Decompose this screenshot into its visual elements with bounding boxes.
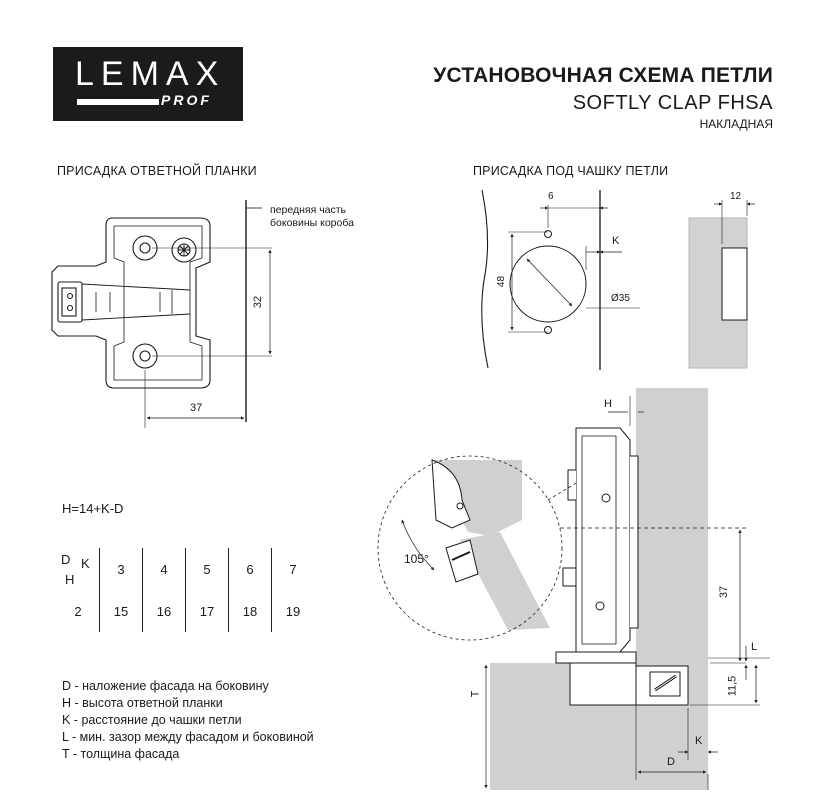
- table-cell-k: 3: [99, 548, 143, 590]
- dim-h-label: H: [604, 398, 612, 410]
- dim-115-label: 11,5: [726, 675, 739, 697]
- table-cell-k: 6: [228, 548, 272, 590]
- table-cell-k: 7: [271, 548, 314, 590]
- header-k: K: [81, 556, 90, 571]
- side-view-drawing: [688, 200, 755, 369]
- dim-32-label: 32: [252, 295, 265, 309]
- dim-t-label: T: [469, 690, 482, 698]
- table-cell-h: 17: [185, 590, 229, 632]
- dim-37-section-label: 37: [718, 585, 731, 599]
- legend-item: L - мин. зазор между фасадом и боковиной: [62, 730, 314, 744]
- table-cell-h: 15: [99, 590, 143, 632]
- table-cell-h: 16: [142, 590, 186, 632]
- table-cell-d: 2: [74, 603, 82, 619]
- brand-logo: LEMAX PROF: [53, 47, 243, 121]
- header-d: D: [61, 552, 71, 567]
- header-h: H: [65, 572, 75, 587]
- dim-105-label: 105°: [404, 552, 429, 566]
- mounting-plate-drawing: [51, 200, 272, 428]
- note-line-1: передняя часть: [270, 204, 347, 216]
- dim-d-label: D: [667, 756, 675, 768]
- dim-37-plate-label: 37: [190, 402, 203, 414]
- logo-bar: [77, 99, 159, 105]
- legend-item: H - высота ответной планки: [62, 696, 223, 710]
- height-table: D K H 3 4 5 6 7 2 15 16 17 18 19: [57, 548, 314, 632]
- logo-text: LEMAX: [75, 55, 226, 93]
- detail-view-drawing: [377, 455, 579, 641]
- logo-subtext: PROF: [161, 92, 212, 108]
- section-title-cup: ПРИСАДКА ПОД ЧАШКУ ПЕТЛИ: [473, 164, 669, 178]
- table-row: 2 15 16 17 18 19: [57, 590, 314, 632]
- legend: D - наложение фасада на боковину H - выс…: [62, 678, 314, 763]
- product-model: SOFTLY CLAP FHSA: [572, 92, 773, 114]
- table-cell-h: 19: [271, 590, 314, 632]
- section-title-plate: ПРИСАДКА ОТВЕТНОЙ ПЛАНКИ: [57, 164, 257, 178]
- table-cell-k: 5: [185, 548, 229, 590]
- dim-l-label: L: [751, 641, 758, 653]
- dim-6-label: 6: [548, 191, 554, 202]
- dim-k-cup-label: K: [612, 235, 620, 247]
- table-row: D K H 3 4 5 6 7: [57, 548, 314, 590]
- note-front-side: передняя часть боковины короба: [270, 204, 354, 230]
- note-line-2: боковины короба: [270, 217, 354, 229]
- page-title: УСТАНОВОЧНАЯ СХЕМА ПЕТЛИ: [433, 64, 773, 87]
- dim-12-label: 12: [730, 191, 742, 202]
- cup-drilling-drawing: [481, 189, 640, 370]
- legend-item: T - толщина фасада: [62, 747, 180, 761]
- product-type: НАКЛАДНАЯ: [699, 117, 773, 131]
- table-cell-h: 18: [228, 590, 272, 632]
- legend-item: K - расстояние до чашки петли: [62, 713, 242, 727]
- legend-item: D - наложение фасада на боковину: [62, 679, 269, 693]
- table-corner: D K H: [57, 548, 100, 590]
- dim-48-label: 48: [496, 275, 508, 288]
- dim-d35-label: Ø35: [611, 293, 630, 304]
- height-formula: H=14+K-D: [62, 501, 124, 516]
- dim-k-section-label: K: [695, 735, 703, 747]
- table-cell-k: 4: [142, 548, 186, 590]
- section-view-drawing: [484, 388, 770, 790]
